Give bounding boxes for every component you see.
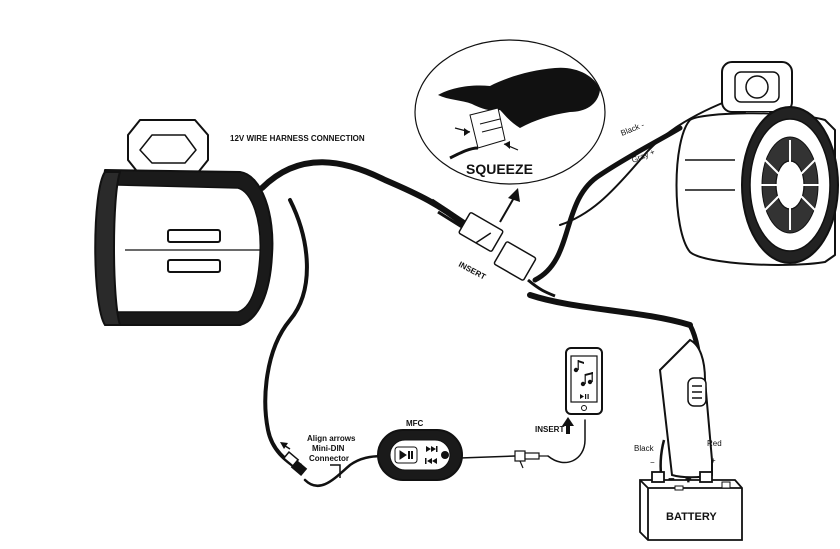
aux-plug-icon xyxy=(514,450,548,469)
fuse-holder-icon xyxy=(658,323,713,483)
next-track-icon xyxy=(426,446,438,452)
align-arrows-icon xyxy=(280,442,305,470)
harness-wire-left xyxy=(259,159,468,228)
mfc-wire-right xyxy=(459,455,516,459)
insert-phone-label: INSERT xyxy=(535,425,564,434)
harness-connector-icon xyxy=(431,198,556,298)
mfc-wire-bottom xyxy=(303,454,387,488)
mfc-wire-left xyxy=(263,198,309,472)
battery-minus-terminal: − xyxy=(669,475,674,484)
label-black-minus: Black - xyxy=(619,120,645,138)
bluetooth-icon xyxy=(441,451,449,459)
label-black-battery: Black xyxy=(634,444,655,453)
insert-connector-label: INSERT xyxy=(457,260,487,282)
align-arrows-label: Align arrows xyxy=(307,434,356,443)
harness-wire-right xyxy=(532,125,683,283)
mfc-label: MFC xyxy=(406,419,424,428)
hand-icon xyxy=(438,67,600,128)
play-pause-icon xyxy=(394,446,418,464)
arrow-up-icon xyxy=(562,417,574,434)
arrow-up-left-icon xyxy=(499,188,520,223)
battery-plus-terminal: + xyxy=(686,475,691,484)
phone-icon xyxy=(565,347,603,415)
battery-label: BATTERY xyxy=(666,511,717,523)
right-tower-speaker xyxy=(675,61,839,266)
music-note-icon xyxy=(573,360,593,399)
aux-cable xyxy=(547,419,586,464)
label-plus-battery: + xyxy=(711,456,716,465)
battery-body xyxy=(639,479,743,541)
mini-din-label-1: Mini-DIN xyxy=(312,444,345,453)
left-speaker-pod xyxy=(94,119,274,326)
squeeze-inset: SQUEEZE xyxy=(414,39,606,185)
prev-track-icon xyxy=(425,458,437,464)
power-wire xyxy=(527,292,693,328)
battery-icon: − + xyxy=(639,471,743,541)
squeeze-label: SQUEEZE xyxy=(466,161,533,177)
mfc-remote xyxy=(377,429,463,481)
mini-din-label-2: Connector xyxy=(309,454,349,463)
left-mount-bracket xyxy=(127,119,209,176)
label-minus-battery: − xyxy=(650,458,655,467)
wires xyxy=(259,97,736,488)
left-pod-grille xyxy=(94,171,121,326)
harness-title: 12V WIRE HARNESS CONNECTION xyxy=(230,134,365,143)
label-red-battery: Red xyxy=(707,439,722,448)
harness-wire-right-2 xyxy=(559,97,736,226)
